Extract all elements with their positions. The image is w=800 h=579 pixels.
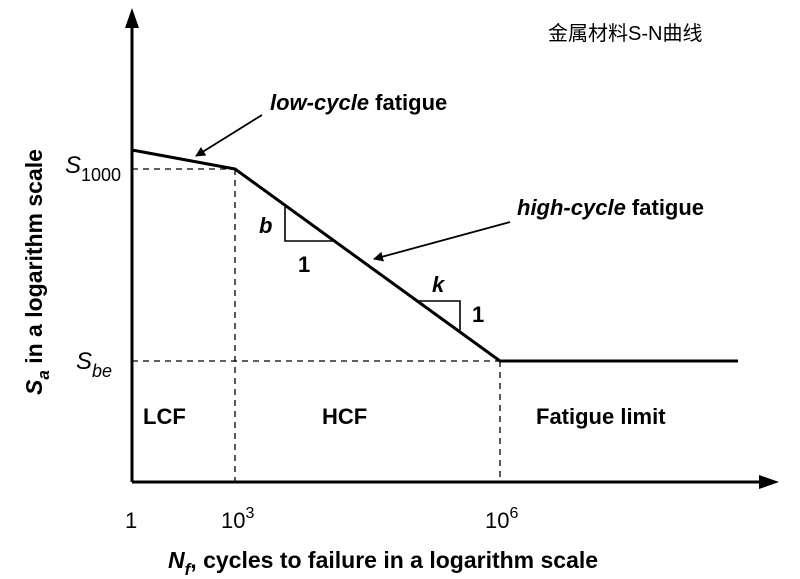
y-axis-title: Sa in a logarithm scale [21, 149, 53, 395]
y-tick-s1000-sub: 1000 [81, 165, 121, 185]
y-axis-title-text: in a logarithm scale [21, 149, 47, 370]
y-tick-s1000-base: S [65, 152, 81, 179]
x-tick-1e6-exp: 6 [509, 505, 518, 522]
y-axis-arrow [125, 8, 139, 28]
slope-triangle-k-legs [418, 300, 461, 331]
chart-title: 金属材料S-N曲线 [548, 22, 702, 45]
slope-b-label: b [259, 213, 272, 238]
x-tick-1e3-exp: 3 [245, 505, 254, 522]
y-tick-sbe-base: S [76, 348, 92, 375]
y-tick-sbe-sub: be [92, 361, 112, 381]
region-lcf-label: LCF [143, 404, 186, 429]
y-tick-sbe: Sbe [76, 348, 112, 381]
slope-triangle-b-legs [284, 207, 336, 242]
low-cycle-rest: fatigue [369, 90, 447, 115]
x-tick-1e6: 106 [485, 505, 518, 533]
x-tick-1e3: 103 [221, 505, 254, 533]
high-cycle-arrow [373, 221, 511, 262]
slope-triangle-b [284, 207, 336, 242]
axes [125, 8, 779, 489]
region-limit-label: Fatigue limit [536, 404, 666, 429]
slope-b-run-label: 1 [298, 252, 310, 277]
low-cycle-italic: low-cycle [270, 90, 369, 115]
x-tick-1: 1 [125, 508, 137, 533]
x-axis-title-symbol: N [168, 547, 185, 573]
x-axis-title-text: , cycles to failure in a logarithm scale [190, 547, 598, 573]
sn-curve-line [131, 148, 738, 363]
x-axis-title: Nf, cycles to failure in a logarithm sca… [168, 547, 598, 579]
guide-lines [132, 168, 501, 482]
x-axis-arrow [759, 475, 779, 489]
slope-k-label: k [432, 272, 446, 297]
high-cycle-rest: fatigue [626, 195, 704, 220]
sn-curve [131, 148, 738, 363]
low-cycle-arrow [195, 114, 263, 157]
high-cycle-italic: high-cycle [517, 195, 626, 220]
x-tick-1e3-base: 10 [221, 508, 245, 533]
slope-k-rise-label: 1 [472, 302, 484, 327]
y-tick-s1000: S1000 [65, 152, 121, 185]
low-cycle-label: low-cycle fatigue [270, 90, 447, 115]
x-axis-title-sub: f [185, 560, 193, 579]
slope-triangle-k [418, 300, 461, 331]
high-cycle-label: high-cycle fatigue [517, 195, 704, 220]
x-tick-1e6-base: 10 [485, 508, 509, 533]
y-axis-title-symbol: S [21, 379, 47, 395]
y-axis-title-sub: a [34, 370, 53, 379]
region-hcf-label: HCF [322, 404, 367, 429]
